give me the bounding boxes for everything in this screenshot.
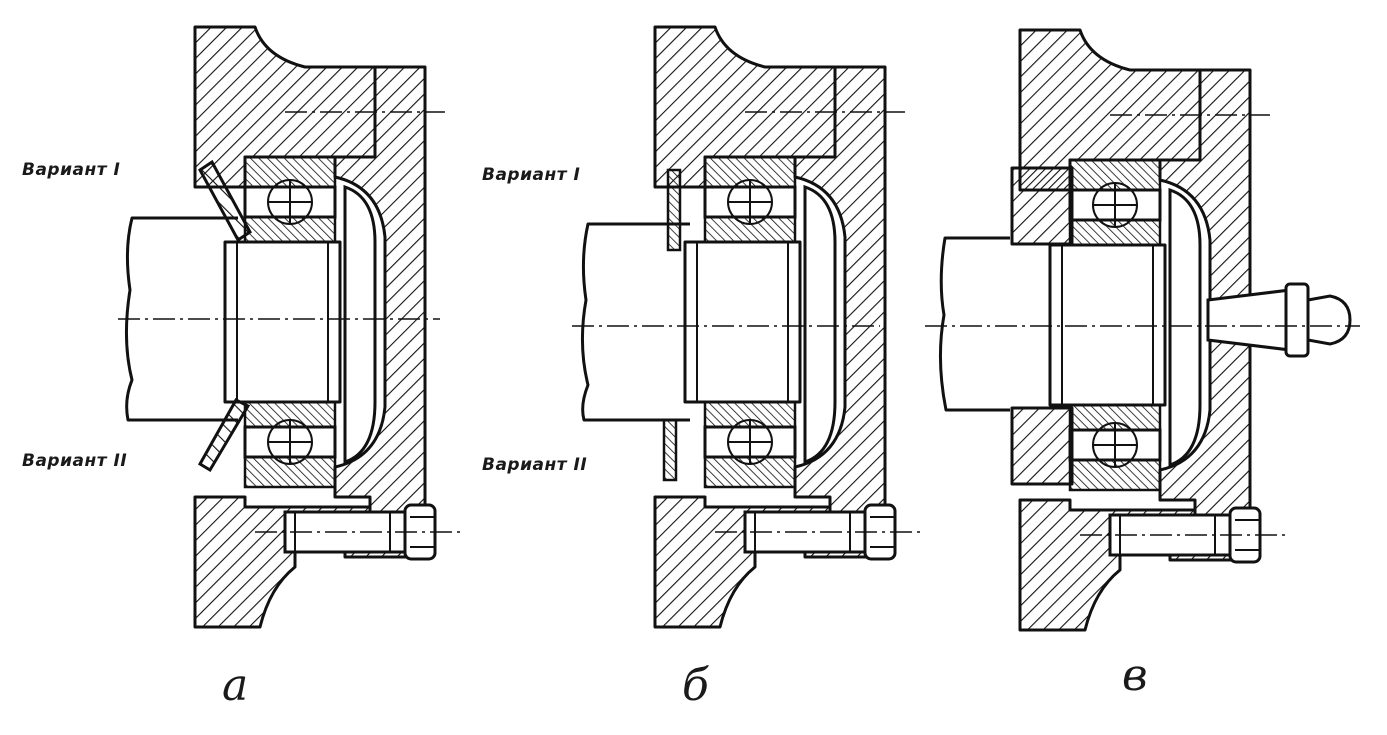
shaft-a [124, 216, 238, 422]
variant-label-a-bottom: Вариант II [22, 451, 127, 471]
caption-c: в [1122, 650, 1148, 701]
seal-ring-b-bottom [662, 418, 678, 482]
seal-ring-a-top [198, 159, 252, 243]
caption-b: б [682, 660, 709, 711]
panel-c: в [925, 28, 1360, 701]
panel-b: Вариант I Вариант II б [482, 25, 927, 711]
variant-label-a-top: Вариант I [22, 160, 120, 180]
panel-a: Вариант I Вариант II а [22, 25, 467, 711]
caption-a: а [222, 660, 248, 711]
seal-ring-a-bottom [197, 398, 251, 473]
shaft-b [580, 222, 690, 422]
variant-label-b-bottom: Вариант II [482, 455, 587, 475]
seal-ring-b-top [666, 168, 682, 252]
variant-label-b-top: Вариант I [482, 165, 580, 185]
grease-nipple-icon [1206, 282, 1352, 358]
shaft-c [938, 236, 1010, 412]
labyrinth-seal-c-top [1010, 166, 1074, 246]
labyrinth-seal-c-bottom [1010, 406, 1074, 486]
